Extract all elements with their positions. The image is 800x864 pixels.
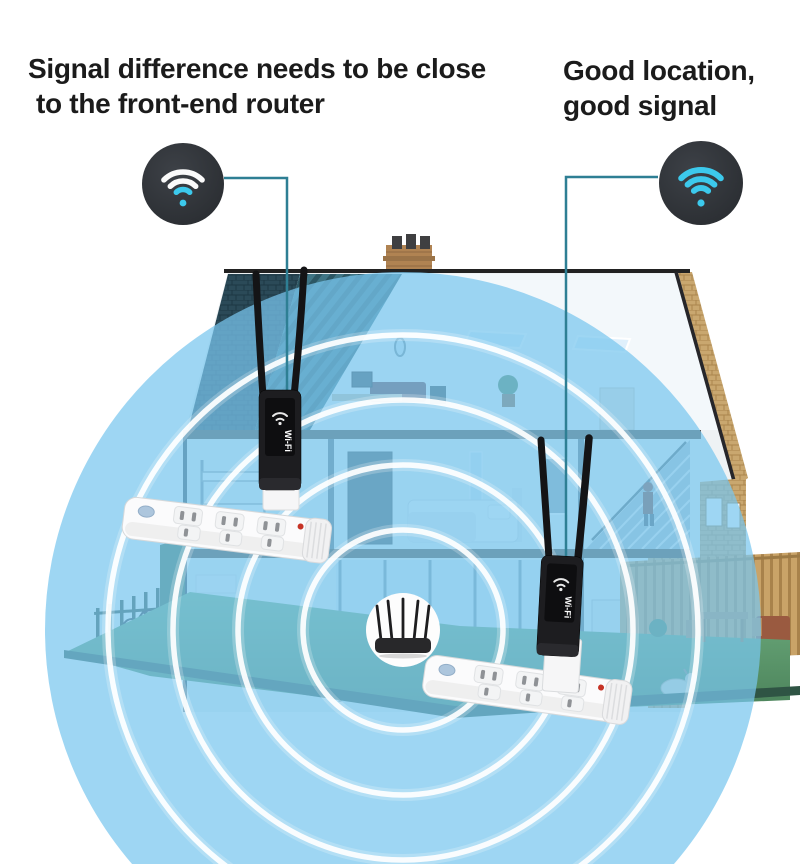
caption-right-line1: Good location, (563, 55, 755, 86)
roof-edge (674, 271, 738, 489)
stick-label: Wi-Fi (283, 430, 293, 452)
router-icon (375, 597, 431, 659)
signal-rings (102, 329, 704, 864)
wifi-logo (272, 412, 288, 421)
right-roof-slope (678, 272, 748, 488)
wifi-icon-right (659, 141, 743, 225)
extender-device-left: Wi-Fi (120, 266, 334, 565)
caption-right-line2: good signal (563, 89, 717, 121)
usb-wifi-stick: Wi-Fi (536, 555, 584, 657)
connector-line-left (224, 176, 289, 428)
stick-label: Wi-Fi (562, 596, 573, 618)
caption-left-line1: Signal difference needs to be close (28, 53, 486, 84)
chimney (383, 234, 435, 272)
caption-right: Good location, good signal (563, 54, 755, 123)
caption-left-line2: to the front-end router (36, 87, 325, 119)
caption-left: Signal difference needs to be close to t… (28, 52, 486, 121)
wifi-icon-left (142, 143, 224, 225)
wifi-logo (553, 578, 570, 588)
extender-device-right: Wi-Fi (420, 434, 634, 727)
router-badge (366, 593, 440, 667)
usb-wifi-stick: Wi-Fi (258, 389, 302, 491)
connector-line-right (564, 175, 658, 582)
